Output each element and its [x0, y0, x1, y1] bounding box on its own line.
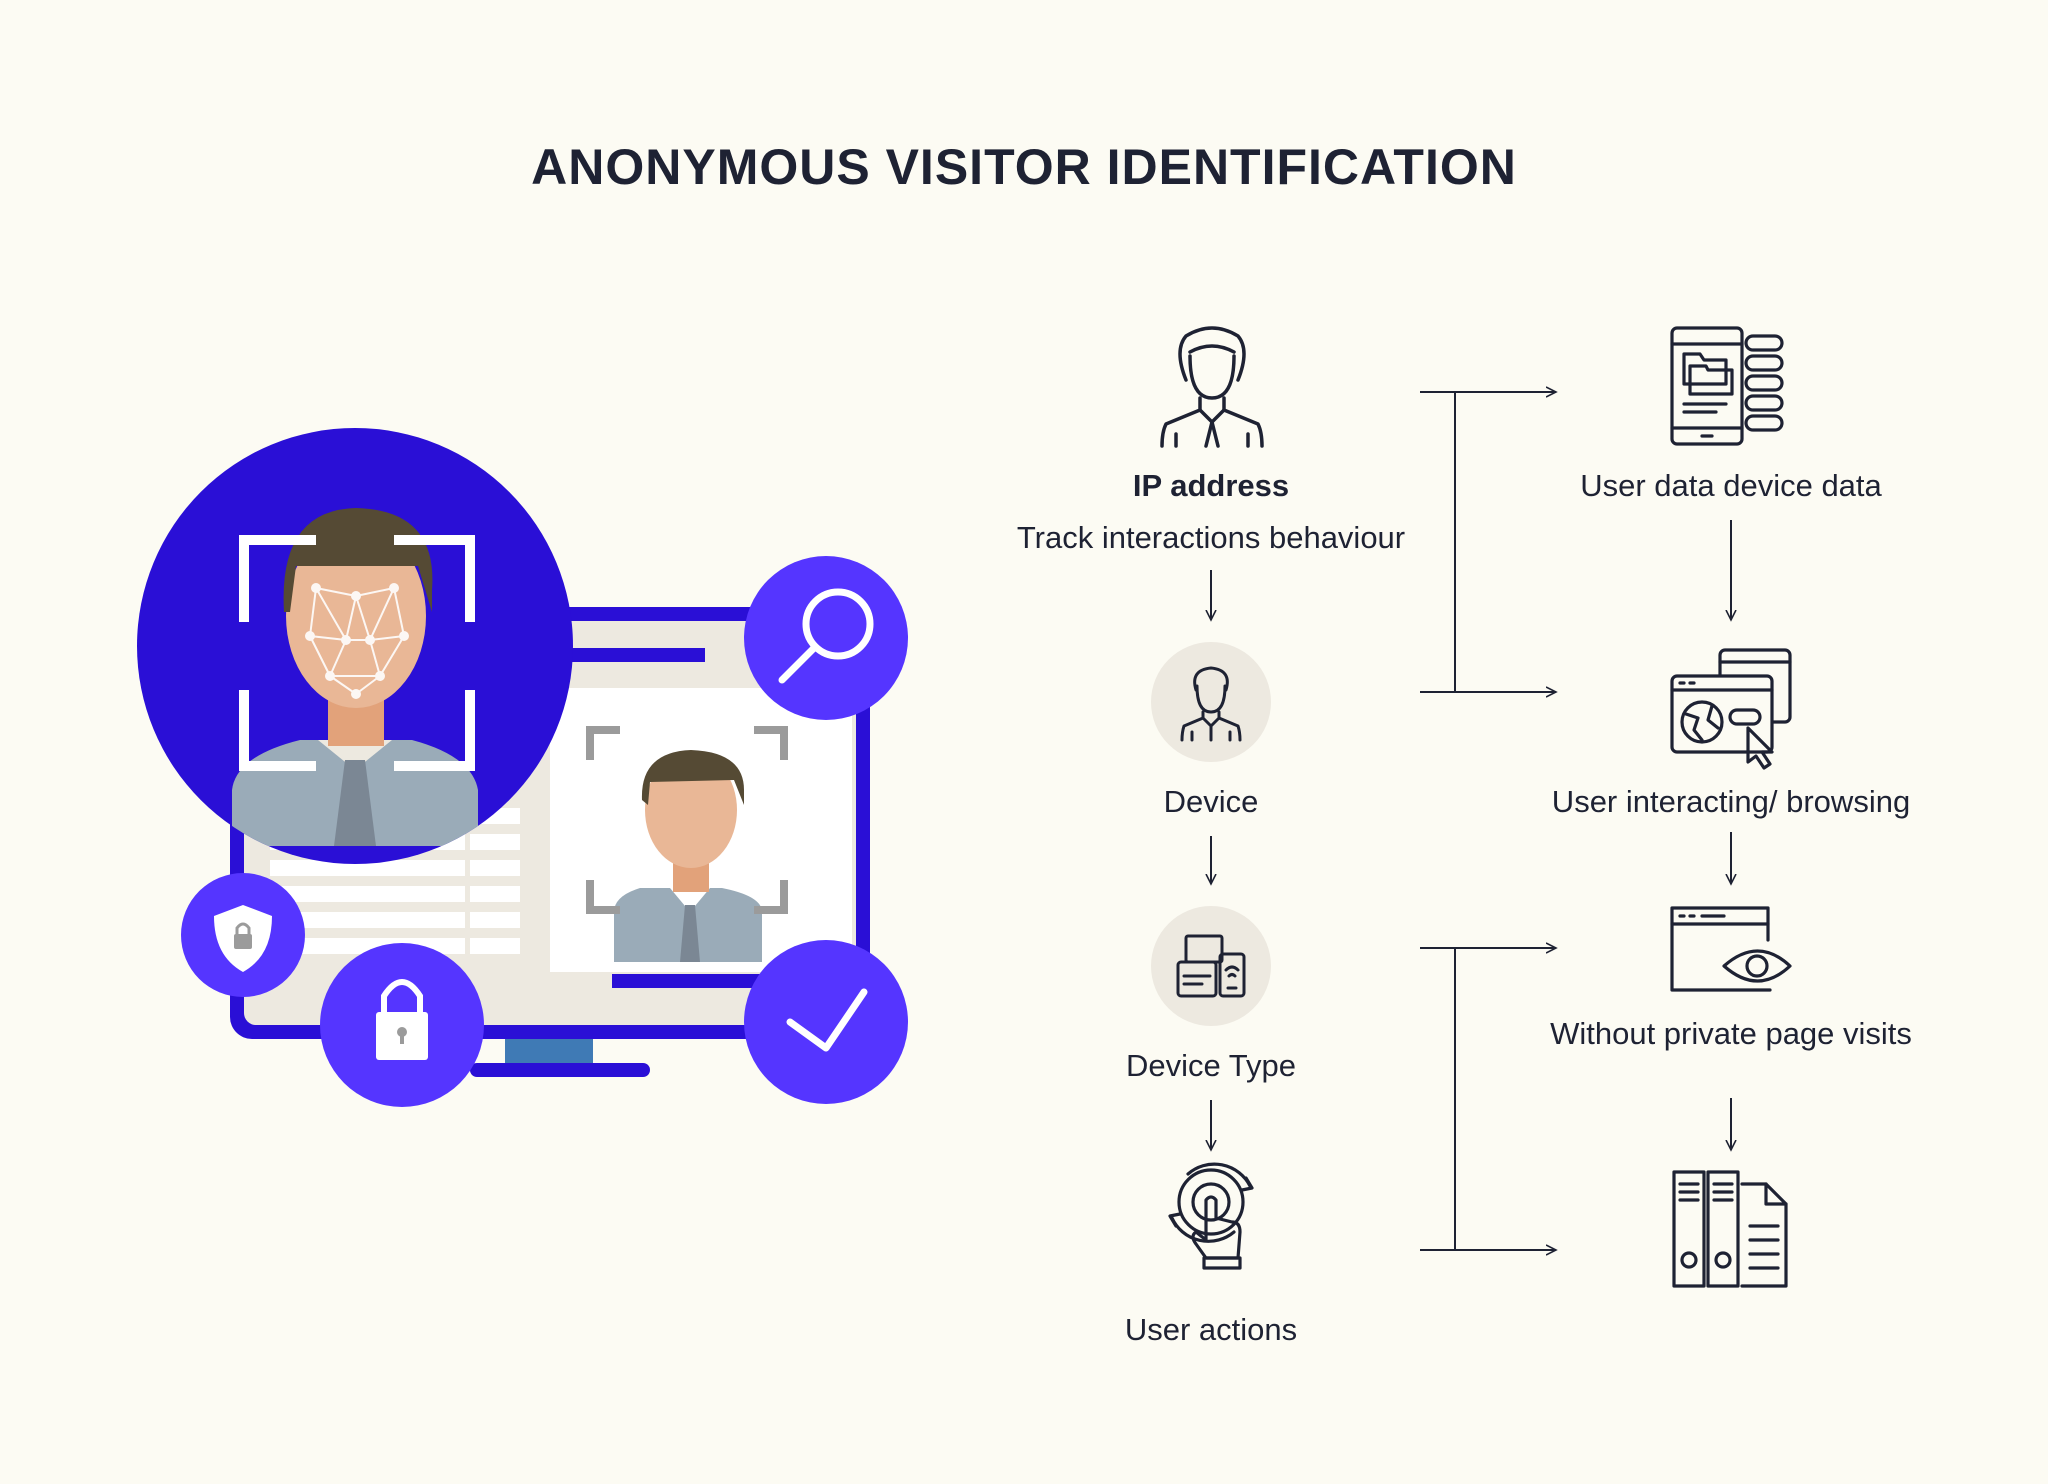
- browser-eye-icon: [1670, 906, 1792, 992]
- gear-touch-icon: [1168, 1162, 1254, 1270]
- binders-document-icon: [1672, 1170, 1788, 1288]
- user-data-label: User data device data: [1580, 468, 1882, 503]
- padlock-icon: [320, 943, 484, 1107]
- private-visits-label: Without private page visits: [1550, 1016, 1912, 1051]
- connectors: [1420, 392, 1556, 1250]
- browser-globe-icon: [1670, 648, 1792, 770]
- ip-address-label: IP address: [1132, 468, 1290, 503]
- tablet-database-icon: [1670, 326, 1784, 446]
- shield-lock-icon: [181, 873, 305, 997]
- user-circle-icon: [1151, 642, 1271, 762]
- small-avatar: [614, 750, 762, 962]
- devices-icon: [1151, 906, 1271, 1026]
- device-type-label: Device Type: [1125, 1048, 1297, 1083]
- user-actions-label: User actions: [1124, 1312, 1298, 1347]
- page-title: ANONYMOUS VISITOR IDENTIFICATION: [531, 139, 1517, 195]
- track-interactions-label: Track interactions behaviour: [1016, 520, 1406, 555]
- user-browsing-label: User interacting/ browsing: [1551, 784, 1911, 819]
- device-label: Device: [1163, 784, 1259, 819]
- checkmark-icon: [744, 940, 908, 1104]
- security-illustration: [137, 428, 908, 1107]
- face-scan-badge: [137, 428, 573, 864]
- search-icon: [744, 556, 908, 720]
- user-icon: [1160, 326, 1264, 448]
